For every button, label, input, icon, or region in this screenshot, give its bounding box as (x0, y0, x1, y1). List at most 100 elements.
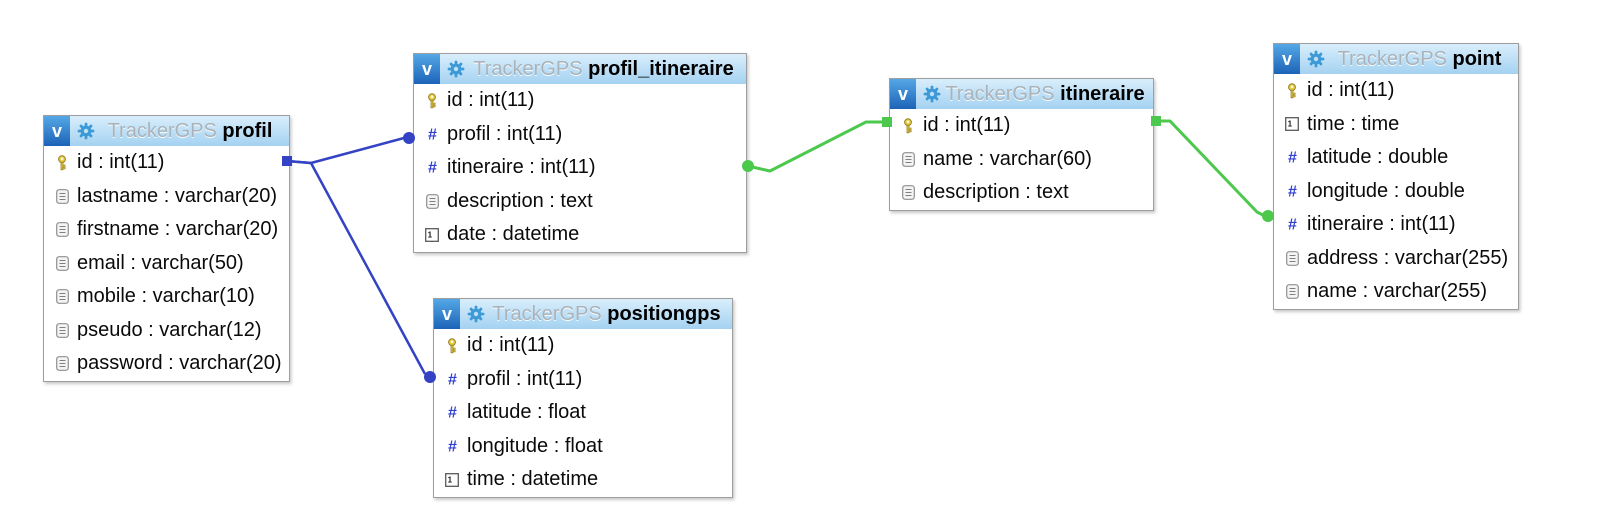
column-row[interactable]: id : int(11) (414, 84, 746, 118)
column-label: latitude : float (467, 401, 586, 424)
text-column-icon (52, 255, 72, 271)
datetime-column-icon: 1 (442, 472, 462, 487)
column-row[interactable]: 1 time : datetime (434, 463, 732, 497)
schema-label: TrackerGPS (107, 119, 217, 142)
structure-toggle-button[interactable]: v (890, 79, 916, 109)
structure-toggle-label: v (51, 120, 62, 141)
column-row[interactable]: # longitude : float (434, 430, 732, 464)
column-label: id : int(11) (467, 334, 555, 357)
column-list: id : int(11) name : varchar(60) descript… (890, 109, 1153, 210)
table-header[interactable]: v TrackerGPS point (1274, 44, 1518, 74)
column-row[interactable]: lastname : varchar(20) (44, 180, 289, 214)
column-label: firstname : varchar(20) (77, 218, 279, 241)
column-label: name : varchar(60) (923, 147, 1092, 170)
column-label: profil : int(11) (447, 122, 563, 145)
column-label: longitude : float (467, 434, 603, 457)
column-label: name : varchar(255) (1307, 280, 1488, 303)
column-row[interactable]: 1 time : time (1274, 108, 1518, 142)
structure-toggle-label: v (897, 83, 908, 104)
column-row[interactable]: id : int(11) (434, 329, 732, 363)
text-column-icon (52, 188, 72, 204)
column-label: itineraire : int(11) (1307, 213, 1456, 236)
column-row[interactable]: # latitude : double (1274, 141, 1518, 175)
svg-text:#: # (428, 160, 437, 177)
column-label: pseudo : varchar(12) (77, 318, 262, 341)
numeric-column-icon: # (1282, 216, 1302, 234)
column-row[interactable]: description : text (890, 176, 1153, 210)
text-column-icon (1282, 284, 1302, 300)
column-row[interactable]: # itineraire : int(11) (414, 151, 746, 185)
column-row[interactable]: firstname : varchar(20) (44, 213, 289, 247)
table-point[interactable]: v TrackerGPS point id (1273, 43, 1519, 310)
structure-toggle-label: v (441, 303, 452, 324)
column-row[interactable]: password : varchar(20) (44, 347, 289, 381)
table-name: positiongps (607, 302, 721, 325)
column-row[interactable]: # longitude : double (1274, 175, 1518, 209)
svg-text:#: # (448, 371, 457, 388)
numeric-column-icon: # (422, 159, 442, 177)
gear-icon[interactable] (467, 305, 485, 323)
numeric-column-icon: # (442, 438, 462, 455)
column-row[interactable]: description : text (414, 185, 746, 219)
primary-key-icon (1282, 83, 1302, 99)
table-title: TrackerGPS profil_itineraire (465, 58, 746, 81)
column-label: id : int(11) (1307, 79, 1395, 102)
svg-text:1: 1 (448, 475, 453, 484)
column-label: profil : int(11) (467, 367, 583, 390)
svg-text:#: # (448, 438, 457, 455)
relation-profil-to-positiongps (286, 159, 427, 375)
table-itineraire[interactable]: v TrackerGPS itineraire (889, 78, 1154, 211)
column-row[interactable]: id : int(11) (1274, 74, 1518, 108)
text-column-icon (898, 151, 918, 167)
text-column-icon (422, 193, 442, 209)
column-list: id : int(11) # profil : int(11) # latitu… (434, 329, 732, 497)
column-row[interactable]: name : varchar(255) (1274, 275, 1518, 309)
datetime-column-icon: 1 (422, 227, 442, 242)
structure-toggle-button[interactable]: v (1274, 44, 1300, 74)
text-column-icon (52, 222, 72, 238)
table-name: itineraire (1060, 82, 1145, 105)
column-row[interactable]: address : varchar(255) (1274, 242, 1518, 276)
table-positiongps[interactable]: v TrackerGPS positiongps (433, 298, 733, 498)
column-row[interactable]: id : int(11) (890, 109, 1153, 143)
gear-icon[interactable] (1307, 50, 1325, 68)
column-label: time : time (1307, 112, 1400, 135)
svg-text:#: # (448, 405, 457, 422)
schema-label: TrackerGPS (945, 82, 1055, 105)
gear-icon[interactable] (77, 122, 95, 140)
text-column-icon (52, 289, 72, 305)
column-row[interactable]: # latitude : float (434, 396, 732, 430)
column-row[interactable]: # profil : int(11) (434, 363, 732, 397)
schema-label: TrackerGPS (1337, 47, 1447, 70)
numeric-column-icon: # (422, 126, 442, 143)
column-label: latitude : double (1307, 146, 1449, 169)
table-title: TrackerGPS itineraire (941, 83, 1153, 106)
column-row[interactable]: pseudo : varchar(12) (44, 314, 289, 348)
column-row[interactable]: # itineraire : int(11) (1274, 208, 1518, 242)
gear-icon[interactable] (923, 85, 941, 103)
table-header[interactable]: v TrackerGPS profil_itineraire (414, 54, 746, 84)
svg-text:1: 1 (428, 230, 433, 239)
column-row[interactable]: email : varchar(50) (44, 247, 289, 281)
gear-icon[interactable] (447, 60, 465, 78)
table-header[interactable]: v TrackerGPS itineraire (890, 79, 1153, 109)
structure-toggle-button[interactable]: v (44, 116, 70, 146)
table-profil_itineraire[interactable]: v TrackerGPS profil_itineraire (413, 53, 747, 253)
column-row[interactable]: id : int(11) (44, 146, 289, 180)
column-row[interactable]: 1 date : datetime (414, 218, 746, 252)
table-profil[interactable]: v TrackerGPS profil i (43, 115, 290, 382)
column-row[interactable]: mobile : varchar(10) (44, 280, 289, 314)
table-header[interactable]: v TrackerGPS positiongps (434, 299, 732, 329)
primary-key-icon (52, 155, 72, 171)
column-label: mobile : varchar(10) (77, 285, 255, 308)
table-header[interactable]: v TrackerGPS profil (44, 116, 289, 146)
numeric-column-icon: # (1282, 183, 1302, 200)
svg-text:1: 1 (1288, 120, 1293, 129)
datetime-column-icon: 1 (1282, 117, 1302, 132)
structure-toggle-button[interactable]: v (434, 299, 460, 329)
structure-toggle-button[interactable]: v (414, 54, 440, 84)
column-row[interactable]: # profil : int(11) (414, 118, 746, 152)
column-label: longitude : double (1307, 179, 1465, 202)
column-row[interactable]: name : varchar(60) (890, 143, 1153, 177)
